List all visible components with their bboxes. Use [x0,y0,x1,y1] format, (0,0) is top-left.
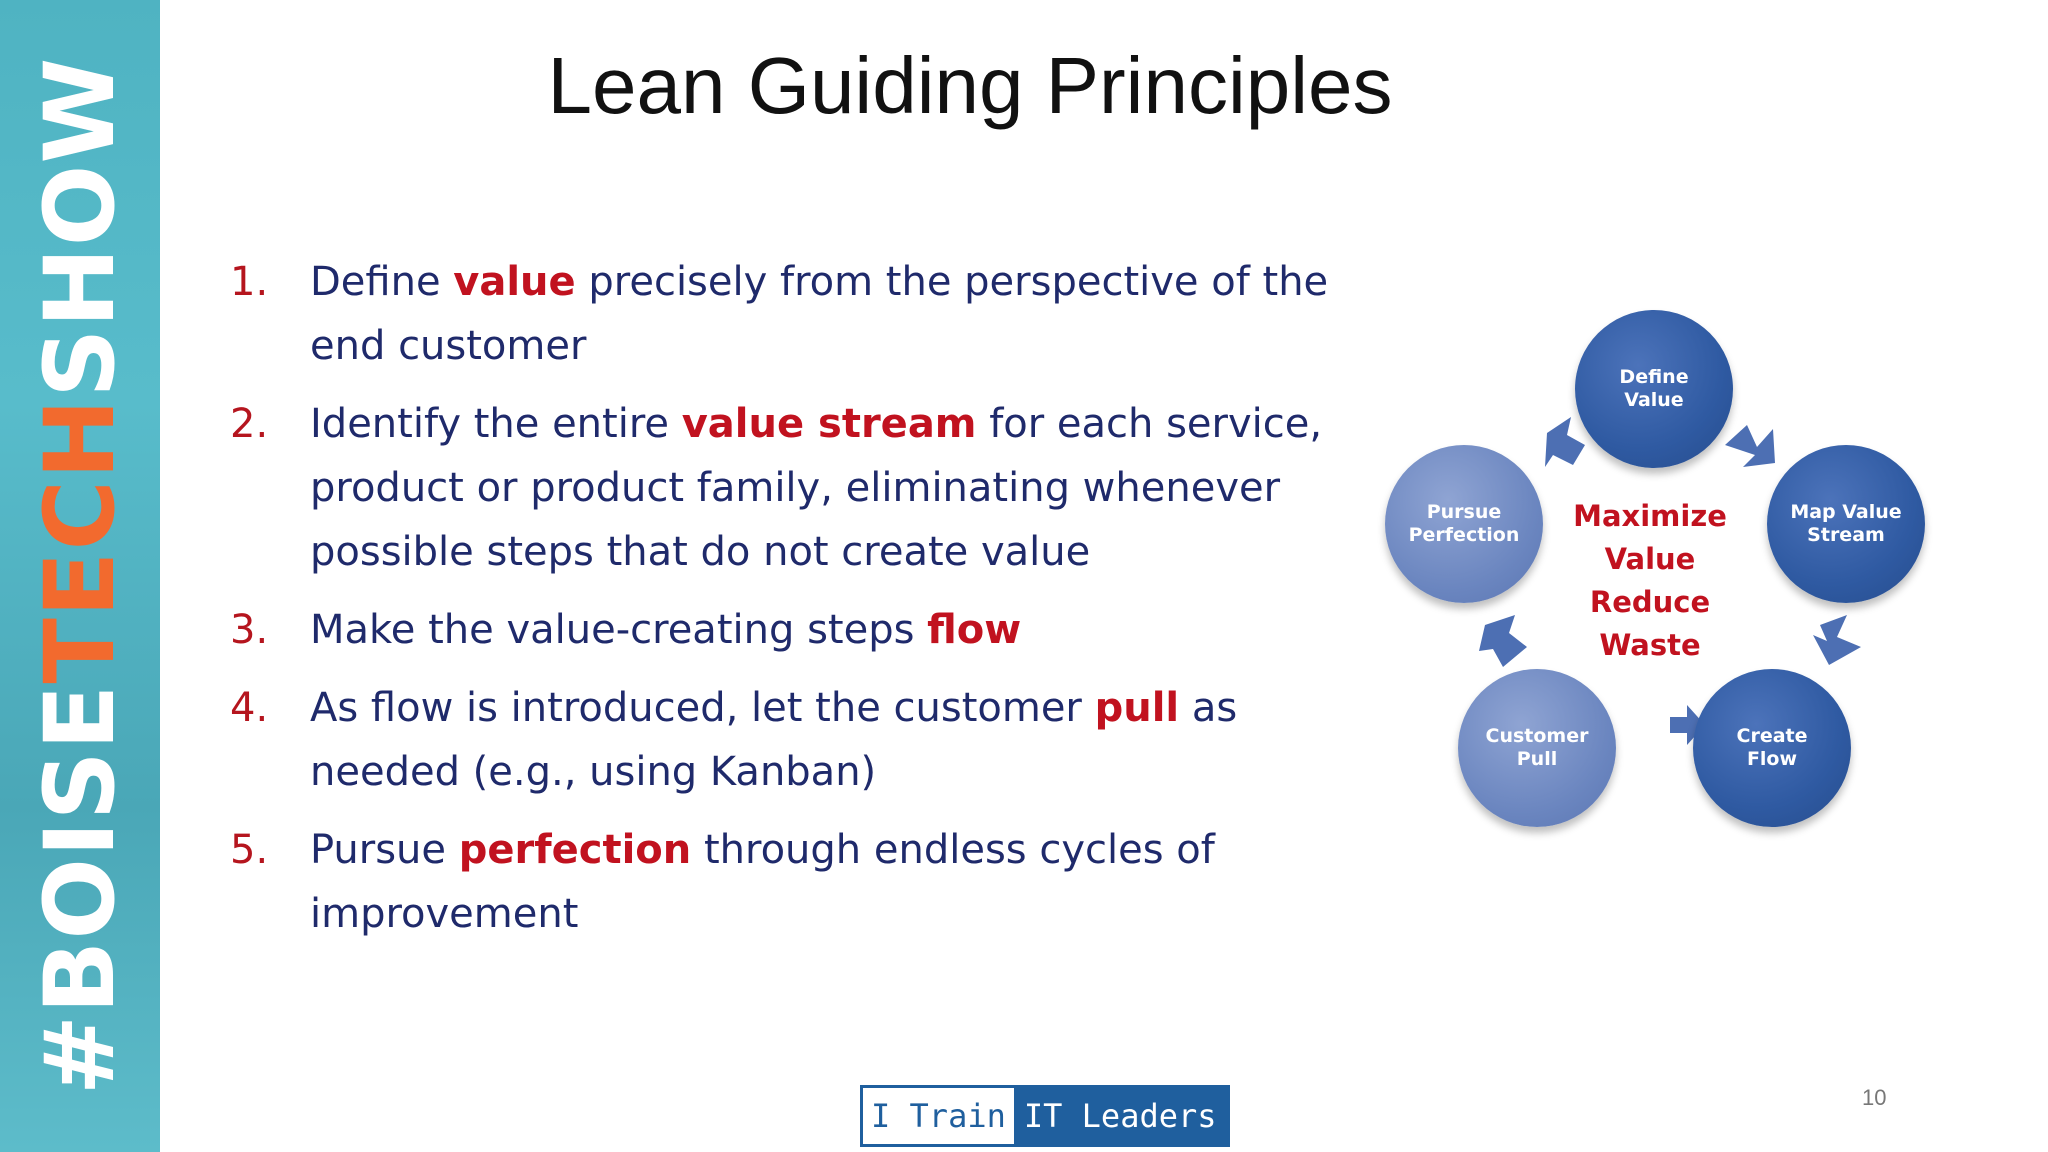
principle-keyword: pull [1094,685,1180,731]
arrow-icon [1670,705,1705,745]
diagram-center-label: Maximize Value Reduce Waste [1573,499,1727,662]
principle-text: Identify the entire value stream for eac… [310,401,1323,575]
sidebar-banner: #BOISETECHSHOW [0,0,160,1152]
node-map-value-stream: Map Value Stream [1767,445,1925,603]
principle-keyword: value [453,259,576,305]
principle-number: 4. [230,685,269,731]
principle-item: 3. Make the value-creating steps flow [230,598,1360,662]
principle-number: 5. [230,827,269,873]
principle-item: 5. Pursue perfection through endless cyc… [230,818,1360,946]
page-number: 10 [1862,1085,1887,1110]
hashtag-tech: TECH [24,397,136,684]
cycle-arrows [1479,417,1861,745]
principle-number: 1. [230,259,269,305]
slide-title: Lean Guiding Principles [547,41,1393,130]
principle-item: 1. Define value precisely from the persp… [230,250,1360,378]
principle-number: 2. [230,401,269,447]
arrow-icon [1479,615,1527,667]
principle-keyword: value stream [681,401,977,447]
hashtag-show: SHOW [24,56,136,398]
itrain-logo: I Train IT Leaders [860,1085,1230,1147]
node-pursue-perfection: Pursue Perfection [1385,445,1543,603]
principle-text: Pursue perfection through endless cycles… [310,827,1215,937]
arrow-icon [1545,417,1585,467]
principle-number: 3. [230,607,269,653]
principle-text: Make the value-creating steps flow [310,607,1022,653]
principle-item: 2. Identify the entire value stream for … [230,392,1360,584]
principles-list: 1. Define value precisely from the persp… [230,250,1360,960]
arrow-icon [1813,615,1861,665]
node-customer-pull: Customer Pull [1458,669,1616,827]
node-define-value: Define Value [1575,310,1733,468]
principle-keyword: perfection [458,827,692,873]
principle-keyword: flow [927,607,1022,653]
sidebar-hashtag: #BOISETECHSHOW [24,57,136,1096]
arrow-icon [1725,425,1775,467]
principle-item: 4. As flow is introduced, let the custom… [230,676,1360,804]
principle-text: Define value precisely from the perspect… [310,259,1329,369]
hashtag-boise: BOISE [24,683,136,1014]
principle-text: As flow is introduced, let the customer … [310,685,1238,795]
node-create-flow: Create Flow [1693,669,1851,827]
hashtag-symbol: # [24,1013,136,1096]
lean-cycle-diagram: Define Value Map Value Stream Create Flo… [1375,295,1935,855]
